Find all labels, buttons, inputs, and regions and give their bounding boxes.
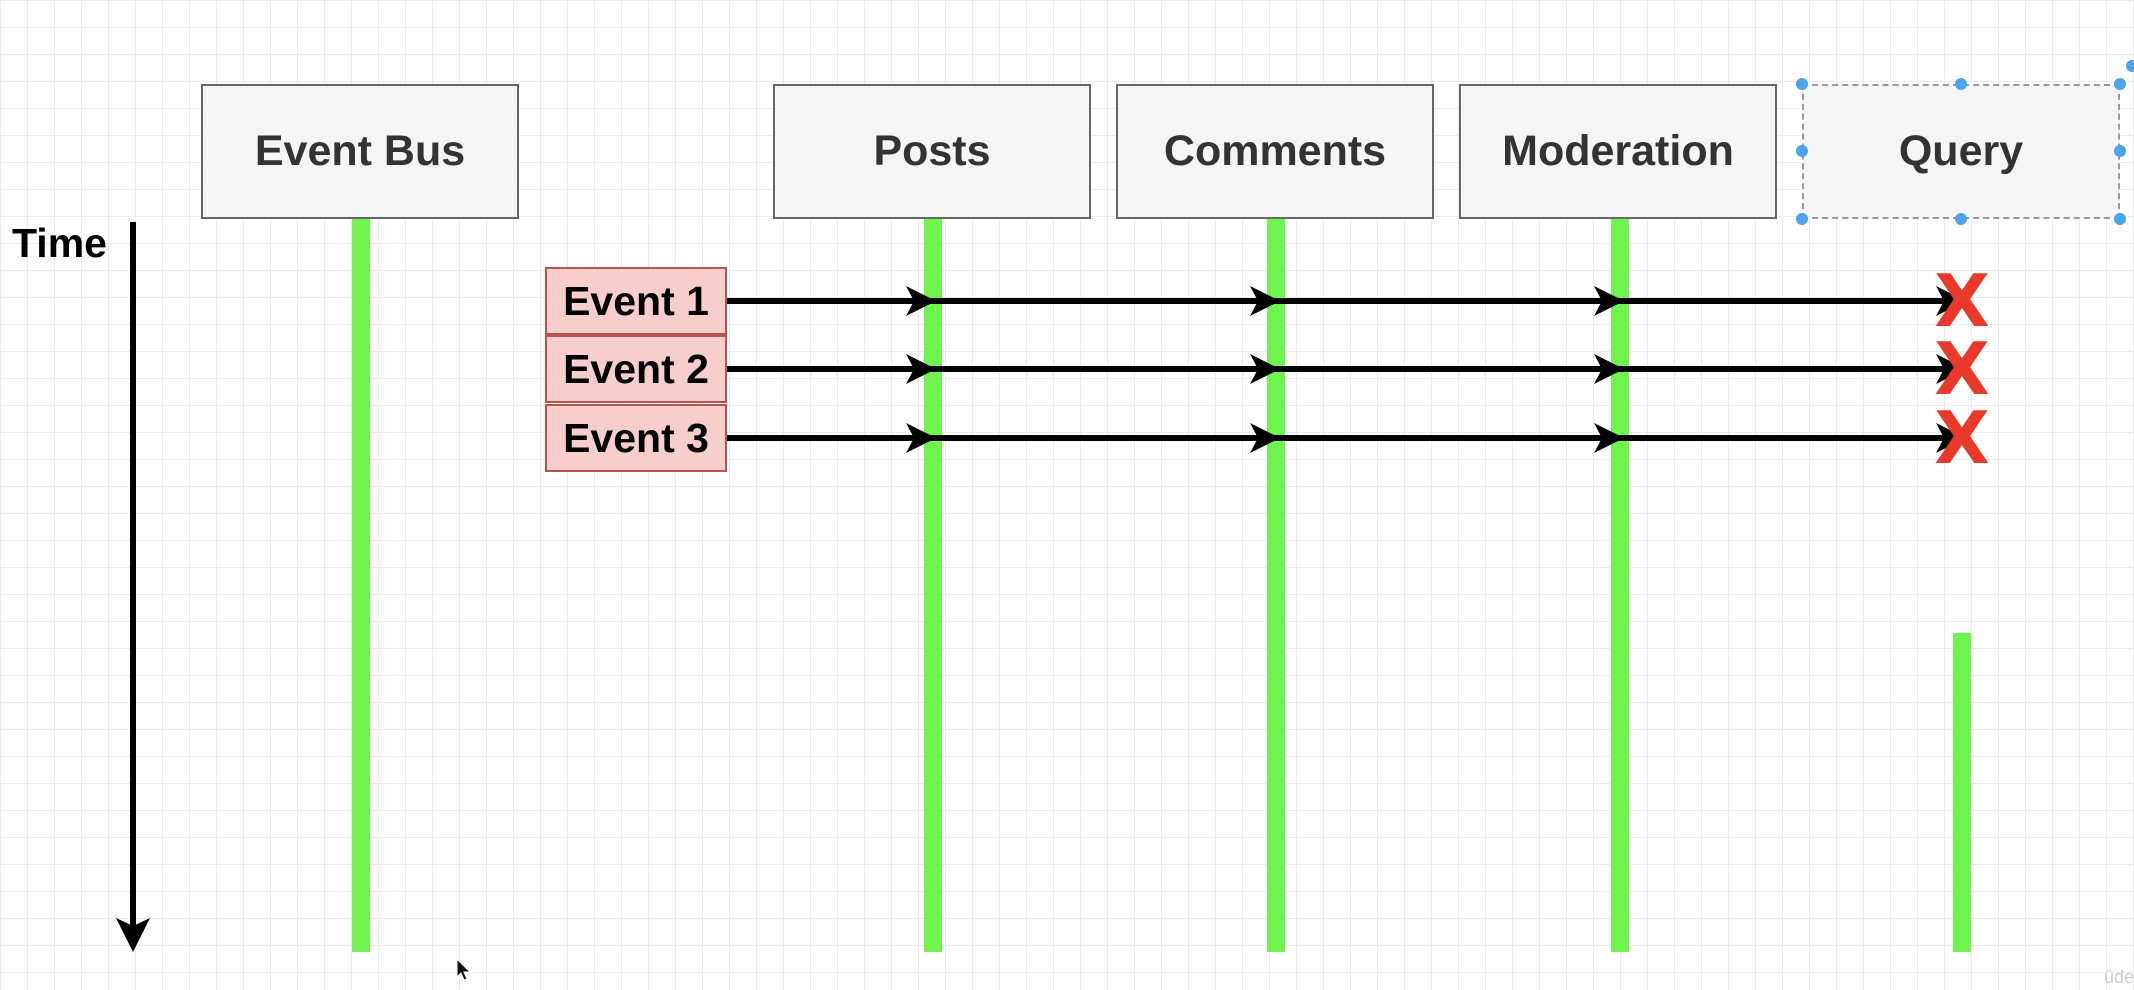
lifeline-event-bus [352, 219, 370, 952]
selection-handle-top[interactable] [1955, 78, 1967, 90]
lifeline-moderation [1611, 219, 1629, 952]
lifeline-query [1953, 633, 1971, 952]
event-box-2[interactable]: Event 2 [545, 335, 727, 403]
time-label: Time [12, 220, 107, 266]
event-box-3[interactable]: Event 3 [545, 404, 727, 472]
selection-handle-left[interactable] [1796, 145, 1808, 157]
service-box-moderation[interactable]: Moderation [1459, 84, 1777, 219]
event-box-1[interactable]: Event 1 [545, 267, 727, 335]
lifeline-posts [924, 219, 942, 952]
selection-handle-top-right[interactable] [2114, 78, 2126, 90]
lifeline-comments [1267, 219, 1285, 952]
watermark: ûde [2103, 967, 2134, 987]
failure-x-icon-event-1: X [1934, 259, 1990, 343]
selection-handle-bottom[interactable] [1955, 213, 1967, 225]
failure-x-icon-event-2: X [1934, 327, 1990, 411]
mouse-cursor-icon [456, 958, 472, 981]
failure-x-icon-event-3: X [1934, 396, 1990, 480]
selection-handle-top-left[interactable] [1796, 78, 1808, 90]
time-axis-arrowhead [116, 918, 150, 952]
selection-handle-bottom-right[interactable] [2114, 213, 2126, 225]
selection-handle-right[interactable] [2114, 145, 2126, 157]
service-box-posts[interactable]: Posts [773, 84, 1091, 219]
service-box-query[interactable]: Query [1802, 84, 2120, 219]
service-box-comments[interactable]: Comments [1116, 84, 1434, 219]
selection-handle-bottom-left[interactable] [1796, 213, 1808, 225]
rotation-handle[interactable] [2126, 60, 2134, 72]
service-box-event-bus[interactable]: Event Bus [201, 84, 519, 219]
